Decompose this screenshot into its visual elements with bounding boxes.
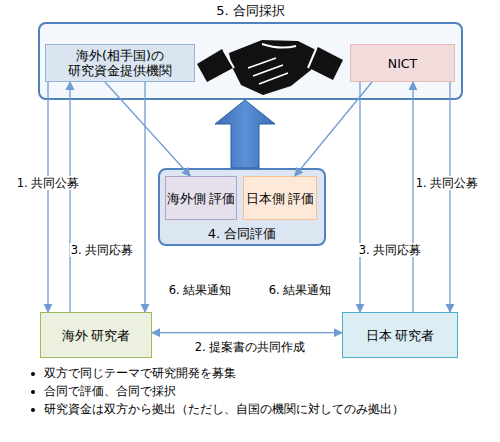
band-heading: 5. 合同採択 — [40, 3, 461, 18]
edge-label: 1. 共同公募 — [415, 176, 480, 190]
evaluation-box: 海外側 評価 — [165, 176, 237, 220]
connector-arrow — [105, 82, 190, 176]
box-label: 海外側 評価 — [167, 191, 236, 206]
edge-label: 6. 結果通知 — [268, 283, 333, 297]
handshake-illustration — [197, 40, 343, 95]
connector-arrow — [449, 82, 450, 312]
box-label: 海外(相手国)の 研究資金提供機関 — [46, 48, 194, 78]
clasped-hands — [229, 40, 316, 95]
band-heading: 4. 合同評価 — [160, 226, 324, 241]
box-label: 海外 研究者 — [62, 328, 131, 343]
bullet-dot — [31, 372, 35, 376]
left-sleeve — [197, 49, 233, 82]
edge-label: 3. 共同応募 — [70, 243, 135, 257]
connector-arrow — [69, 82, 70, 312]
nict-box: NICT — [350, 44, 455, 82]
connector-arrow — [144, 82, 145, 312]
edge-label: 3. 共同応募 — [358, 243, 423, 257]
cuff-line — [308, 49, 316, 68]
connector-arrow — [412, 82, 413, 312]
bullet-dot — [31, 408, 35, 412]
connector-arrow — [295, 82, 372, 176]
connector-arrow — [47, 82, 48, 312]
bullet-marks — [31, 372, 35, 412]
bullet-dot — [31, 390, 35, 394]
block-arrow — [215, 100, 275, 168]
box-label: 日本側 評価 — [246, 191, 315, 206]
evaluation-band: 4. 合同評価 海外側 評価日本側 評価 — [158, 168, 326, 246]
connector-arrow — [359, 82, 360, 312]
edge-label: 6. 結果通知 — [168, 283, 233, 297]
evaluation-box: 日本側 評価 — [243, 176, 317, 220]
note-text: 研究資金は双方から拠出（ただし、自国の機関に対してのみ拠出） — [44, 402, 404, 417]
connector-arrow — [152, 332, 342, 333]
finger-line — [248, 58, 276, 68]
edge-label: 1. 共同公募 — [16, 176, 81, 190]
note-text: 合同で評価、合同で採択 — [44, 384, 176, 399]
note-text: 双方で同じテーマで研究開発を募集 — [44, 366, 236, 381]
researcher-box: 海外 研究者 — [40, 312, 152, 358]
finger-line — [259, 73, 288, 84]
thumb-line — [262, 44, 296, 48]
finger-line — [253, 65, 283, 76]
funding-agency-box: 海外(相手国)の 研究資金提供機関 — [45, 44, 195, 82]
box-label: 日本 研究者 — [366, 328, 435, 343]
edge-label: 2. 提案書の共同作成 — [194, 340, 307, 354]
researcher-box: 日本 研究者 — [342, 312, 458, 358]
edge-group — [48, 82, 450, 333]
cuff-line — [224, 51, 234, 68]
box-label: NICT — [388, 56, 417, 71]
